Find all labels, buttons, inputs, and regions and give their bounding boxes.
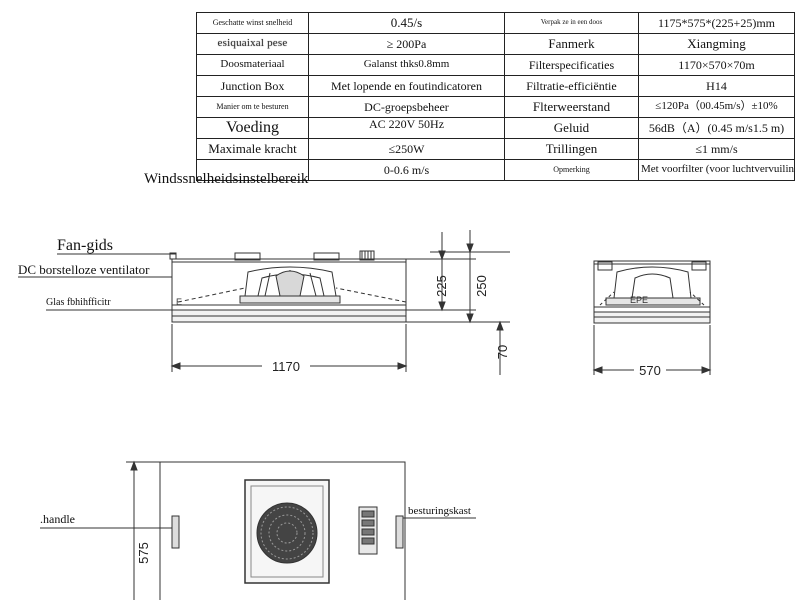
spec-label: Junction Box <box>196 75 309 97</box>
dim-width-side: 570 <box>639 363 661 378</box>
front-view <box>18 230 510 375</box>
spec-value: Met voorfilter (voor luchtvervuiling) <box>638 159 795 181</box>
table-row: Maximale kracht ≤250W Trillingen ≤1 mm/s <box>196 138 795 160</box>
dim-height-total: 250 <box>474 275 489 297</box>
top-view <box>40 460 476 600</box>
table-row: Voeding AC 220V 50Hz Geluid 56dB（A）(0.45… <box>196 117 795 139</box>
handle-left-icon <box>171 515 180 549</box>
spec-label: Trillingen <box>504 138 639 160</box>
spec-value: 1175*575*(225+25)mm <box>638 12 795 34</box>
table-row: Manier om te besturen DC-groepsbeheer Fl… <box>196 96 795 118</box>
spec-value: Met lopende en foutindicatoren <box>308 75 505 97</box>
fan-guide-part <box>359 250 375 261</box>
dc-fan-label: DC borstelloze ventilator <box>18 262 150 277</box>
handle-right-icon <box>395 515 404 549</box>
handle-label: .handle <box>40 512 75 526</box>
table-row: Junction Box Met lopende en foutindicato… <box>196 75 795 97</box>
dim-depth-top: 575 <box>136 542 151 564</box>
dim-height-body: 225 <box>434 275 449 297</box>
dim-height-filter: 70 <box>495 345 510 359</box>
table-row: esiquaixal pese ≥ 200Pa Fanmerk Xiangmin… <box>196 33 795 55</box>
top-housing <box>159 461 406 600</box>
spec-table: Geschatte winst snelheid 0.45/s Verpak z… <box>196 12 795 181</box>
table-row: Geschatte winst snelheid 0.45/s Verpak z… <box>196 12 795 34</box>
fan-grille-icon <box>256 502 318 564</box>
glass-fiber-label: Glas fbhihfficitr <box>46 297 111 308</box>
e-mark: E <box>176 297 182 307</box>
side-view <box>592 260 712 375</box>
dim-width-front: 1170 <box>272 359 300 374</box>
epe-mark: EPE <box>630 295 648 305</box>
speed-range-label: Windssnelheidsinstelbereik <box>144 171 309 187</box>
spec-value: 1170×570×70m <box>638 54 795 76</box>
fan-guide-label: Fan-gids <box>57 237 113 254</box>
front-fan <box>239 266 341 304</box>
table-row: 0-0.6 m/s Opmerking Met voorfilter (voor… <box>196 159 795 181</box>
control-box-label: besturingskast <box>408 505 471 517</box>
